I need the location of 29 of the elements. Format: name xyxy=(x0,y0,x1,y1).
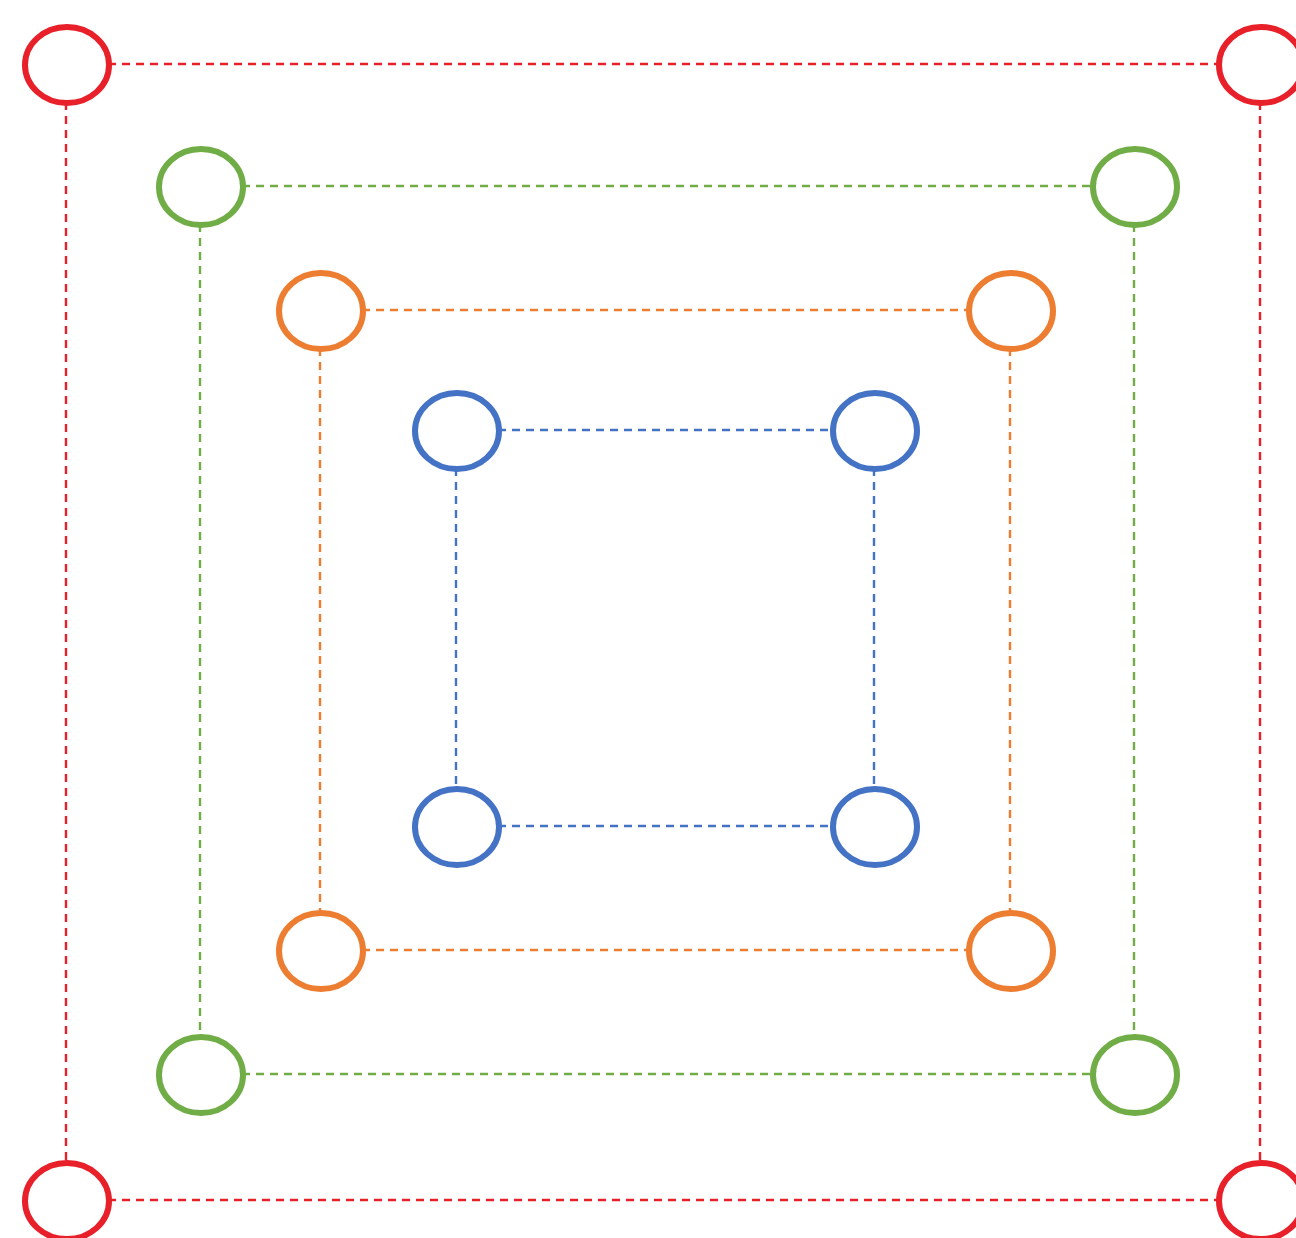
circle-node xyxy=(1089,1033,1179,1115)
circle-node xyxy=(1089,145,1179,227)
circle-node xyxy=(155,1033,245,1115)
dashed-line xyxy=(498,428,832,432)
dashed-line xyxy=(1258,102,1262,1162)
circle-node xyxy=(965,269,1055,351)
dashed-line xyxy=(1132,224,1136,1036)
dashed-line xyxy=(108,62,1218,66)
circle-node xyxy=(965,909,1055,991)
dashed-line xyxy=(318,348,322,912)
circle-node xyxy=(829,785,919,867)
circle-node xyxy=(21,23,111,105)
dashed-line xyxy=(64,102,68,1162)
circle-node xyxy=(275,269,365,351)
dashed-line xyxy=(872,468,876,788)
dashed-line xyxy=(242,1072,1092,1076)
circle-node xyxy=(155,145,245,227)
circle-node xyxy=(829,389,919,471)
dashed-line xyxy=(498,824,832,828)
dashed-line xyxy=(198,224,202,1036)
dashed-line xyxy=(362,308,968,312)
circle-node xyxy=(411,389,501,471)
dashed-line xyxy=(108,1198,1218,1202)
circle-node xyxy=(275,909,365,991)
dashed-line xyxy=(362,948,968,952)
circle-node xyxy=(411,785,501,867)
dashed-line xyxy=(1008,348,1012,912)
dashed-line xyxy=(242,184,1092,188)
dashed-line xyxy=(454,468,458,788)
